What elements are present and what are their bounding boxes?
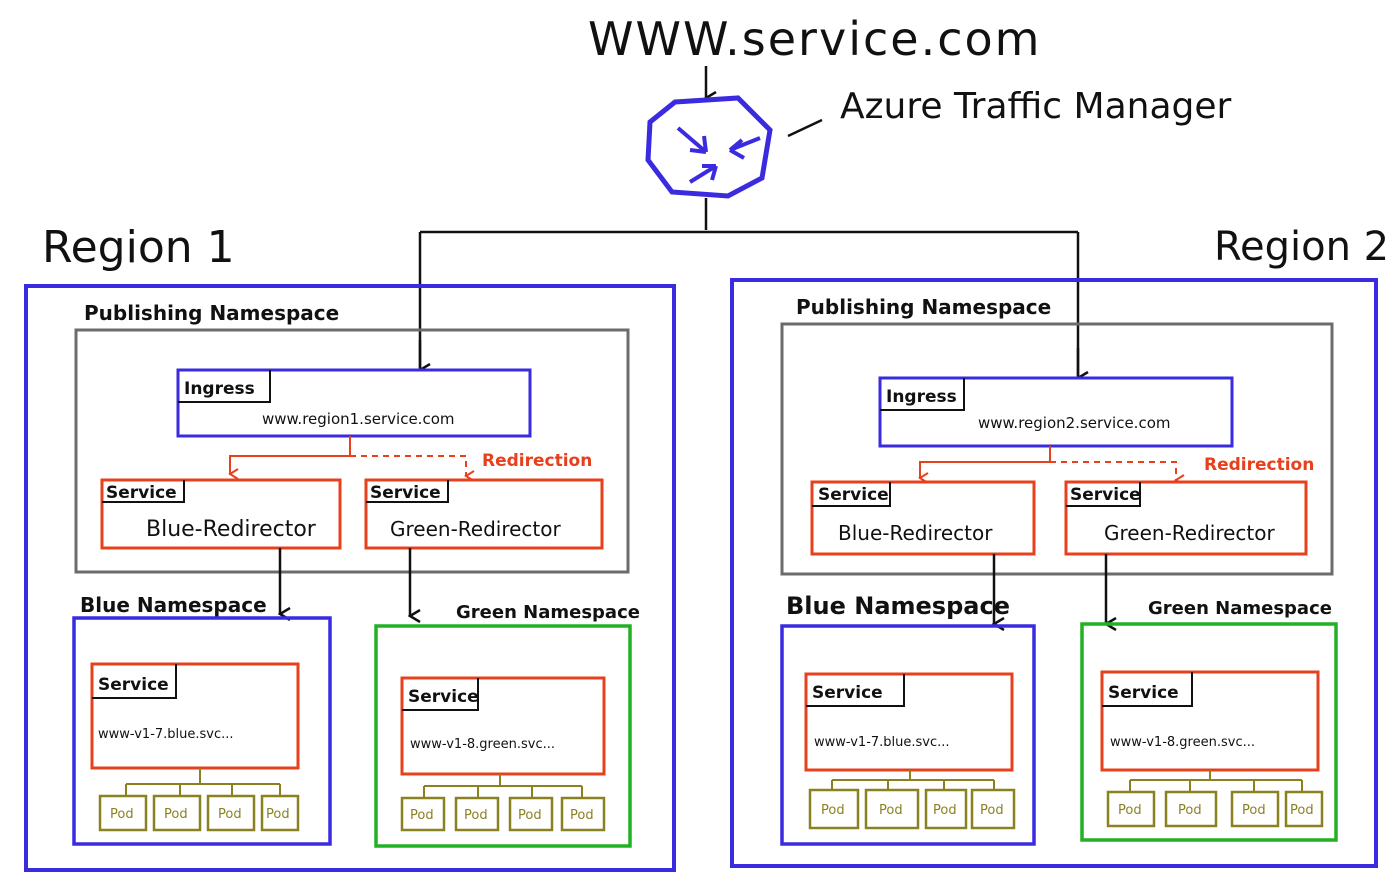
pod xyxy=(98,794,148,832)
region-2-frame xyxy=(730,278,1378,868)
traffic-manager-icon xyxy=(645,95,773,199)
svg-text:Pod: Pod xyxy=(570,808,594,823)
region-2-blue-pod-tree xyxy=(831,770,995,790)
region-1-green-redirector xyxy=(364,478,604,550)
region-1-publishing-namespace xyxy=(74,328,630,574)
region-2-ingress-url: www.region2.service.com xyxy=(978,414,1170,432)
region-1: Region 1 Publishing Namespace Ingress ww… xyxy=(24,222,676,872)
region-1-ingress-tag: Ingress xyxy=(184,379,255,399)
pod xyxy=(1284,790,1324,828)
region-2-blue-redirector-tag: Service xyxy=(818,485,889,505)
region-1-green-service-url: www-v1-8.green.svc... xyxy=(410,737,555,752)
svg-text:Pod: Pod xyxy=(518,808,542,823)
region-2-label: Region 2 xyxy=(1214,224,1389,270)
svg-text:Pod: Pod xyxy=(1178,803,1202,818)
region-2-publishing-namespace-label: Publishing Namespace xyxy=(796,295,1051,319)
region-2-blue-redirect-line xyxy=(918,446,1051,484)
region-1-redirection-label: Redirection xyxy=(482,451,592,471)
svg-text:Pod: Pod xyxy=(933,803,957,818)
region-1-blue-service-url: www-v1-7.blue.svc... xyxy=(98,727,234,742)
pod xyxy=(260,794,300,832)
pod xyxy=(152,794,202,832)
region-2-green-redirector-tag: Service xyxy=(1070,485,1141,505)
region-2-green-service xyxy=(1100,670,1320,772)
region-2-blue-namespace-label: Blue Namespace xyxy=(786,592,1010,620)
region-1-blue-pod-tree xyxy=(125,768,281,796)
traffic-manager-label: Azure Traffic Manager xyxy=(840,86,1232,127)
region-1-green-redirect-line xyxy=(350,455,475,482)
region-1-green-pod-tree xyxy=(423,774,583,798)
region-1-frame xyxy=(24,284,676,872)
svg-text:Pod: Pod xyxy=(266,807,290,822)
region-1-blue-namespace-label: Blue Namespace xyxy=(80,593,267,617)
pod xyxy=(808,788,860,830)
region-2-blue-redirector xyxy=(810,480,1036,556)
region-2-blue-service-tag: Service xyxy=(812,683,883,703)
region-2-blue-namespace xyxy=(780,624,1036,846)
region-1-blue-namespace xyxy=(72,616,332,846)
region-1-label: Region 1 xyxy=(42,222,235,273)
region-2-green-namespace-label: Green Namespace xyxy=(1148,598,1332,619)
region-2-green-redirect-line xyxy=(1050,461,1185,486)
region-2-blue-service xyxy=(804,672,1014,772)
region-2-green-namespace xyxy=(1080,622,1338,842)
traffic-lines xyxy=(418,198,1080,376)
region-2-blue-redirector-name: Blue-Redirector xyxy=(838,521,993,545)
region-2: Region 2 Publishing Namespace Ingress ww… xyxy=(730,224,1389,868)
svg-text:Pod: Pod xyxy=(821,803,845,818)
region-1-blue-pods: Pod Pod Pod Pod xyxy=(98,794,300,832)
region-2-green-service-url: www-v1-8.green.svc... xyxy=(1110,735,1255,750)
svg-text:Pod: Pod xyxy=(110,807,134,822)
pod xyxy=(1164,790,1218,828)
region-1-blue-service-tag: Service xyxy=(98,675,169,695)
region-1-blue-redirector xyxy=(100,478,342,550)
pod xyxy=(1106,790,1156,828)
region-1-green-redirector-tag: Service xyxy=(370,483,441,503)
region-2-green-service-tag: Service xyxy=(1108,683,1179,703)
svg-text:Pod: Pod xyxy=(164,807,188,822)
region-1-green-pods: Pod Pod Pod Pod xyxy=(400,796,606,832)
pod xyxy=(508,796,554,832)
pod xyxy=(864,788,920,830)
region-1-blue-redirect-line xyxy=(228,436,351,480)
svg-text:Pod: Pod xyxy=(1290,803,1314,818)
svg-text:Pod: Pod xyxy=(879,803,903,818)
region-2-ingress-tag: Ingress xyxy=(886,387,957,407)
region-1-green-namespace-label: Green Namespace xyxy=(456,602,640,623)
region-2-publishing-namespace xyxy=(780,322,1334,576)
region-1-green-service-tag: Service xyxy=(408,687,479,707)
region-2-ingress xyxy=(878,376,1234,448)
region-2-green-redirector xyxy=(1064,480,1308,556)
region-2-blue-pods: Pod Pod Pod Pod xyxy=(808,788,1016,830)
svg-text:Pod: Pod xyxy=(410,808,434,823)
region-1-ingress-url: www.region1.service.com xyxy=(262,410,454,428)
svg-text:Pod: Pod xyxy=(980,803,1004,818)
region-2-blue-service-url: www-v1-7.blue.svc... xyxy=(814,735,950,750)
svg-text:Pod: Pod xyxy=(464,808,488,823)
pod xyxy=(454,796,500,832)
region-2-green-pod-tree xyxy=(1129,770,1303,792)
region-1-blue-redirector-name: Blue-Redirector xyxy=(146,517,317,542)
region-1-publishing-namespace-label: Publishing Namespace xyxy=(84,301,339,325)
svg-text:Pod: Pod xyxy=(218,807,242,822)
pod xyxy=(924,788,968,830)
domain-label: WWW.service.com xyxy=(588,12,1041,66)
pod xyxy=(206,794,256,832)
region-1-green-namespace xyxy=(374,624,632,848)
svg-text:Pod: Pod xyxy=(1118,803,1142,818)
region-2-green-redirector-name: Green-Redirector xyxy=(1104,521,1276,545)
pod xyxy=(560,796,606,832)
svg-text:Pod: Pod xyxy=(1242,803,1266,818)
pod xyxy=(400,796,446,832)
region-2-green-pods: Pod Pod Pod Pod xyxy=(1106,790,1324,828)
pod xyxy=(1230,790,1280,828)
region-2-redirection-label: Redirection xyxy=(1204,455,1314,475)
region-1-blue-redirector-tag: Service xyxy=(106,483,177,503)
region-1-blue-service xyxy=(90,662,300,770)
pod xyxy=(970,788,1016,830)
region-1-green-redirector-name: Green-Redirector xyxy=(390,517,562,541)
region-1-green-service xyxy=(400,676,606,776)
traffic-manager-pointer xyxy=(787,118,823,138)
